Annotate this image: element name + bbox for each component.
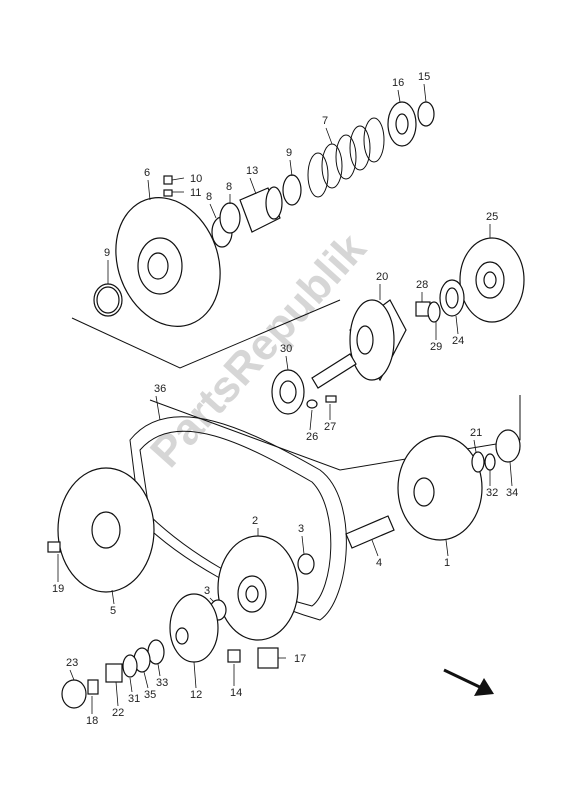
callout-32: 32 [486, 487, 498, 499]
washer-29 [427, 301, 441, 323]
callout-3-right: 3 [298, 523, 304, 535]
bolt-part [163, 175, 173, 197]
callout-labels: 1 2 3 3 4 5 6 7 8 8 9 9 10 11 12 13 14 1… [52, 71, 518, 727]
callout-36: 36 [154, 383, 166, 395]
callout-8-lower: 8 [206, 191, 212, 203]
movable-drive-face-2 [217, 535, 299, 641]
callout-3-left: 3 [204, 585, 210, 597]
leader-lines [57, 83, 513, 714]
nut-22 [105, 663, 123, 683]
cap-23 [61, 679, 87, 709]
ring-8 [211, 202, 241, 248]
callout-21: 21 [470, 427, 482, 439]
callout-14: 14 [230, 687, 242, 699]
callout-19: 19 [52, 583, 64, 595]
spring-7 [307, 117, 385, 198]
circlip-15 [417, 101, 435, 127]
callout-25: 25 [486, 211, 498, 223]
callout-5: 5 [110, 605, 116, 617]
callout-20: 20 [376, 271, 388, 283]
bolt-18 [87, 679, 99, 695]
callout-9-upper: 9 [286, 147, 292, 159]
spring-seat-16 [387, 101, 417, 147]
sleeve-4 [345, 515, 395, 549]
front-arrow-icon [443, 668, 494, 696]
callout-16: 16 [392, 77, 404, 89]
callout-28: 28 [416, 279, 428, 291]
drive-face-part [115, 197, 221, 327]
callout-17: 17 [294, 653, 306, 665]
callout-29: 29 [430, 341, 442, 353]
callout-34: 34 [506, 487, 518, 499]
drive-plate-5 [57, 467, 155, 593]
callout-26: 26 [306, 431, 318, 443]
callout-35: 35 [144, 689, 156, 701]
callout-7: 7 [322, 115, 328, 127]
callout-12: 12 [190, 689, 202, 701]
ring-32 [484, 453, 496, 471]
spacer-13 [239, 186, 283, 233]
bolt-19 [47, 541, 61, 553]
bolt-27 [325, 395, 337, 403]
callout-24: 24 [452, 335, 464, 347]
callout-8-upper: 8 [226, 181, 232, 193]
driven-face-1 [397, 435, 483, 541]
callout-4: 4 [376, 557, 382, 569]
roller-17 [257, 647, 279, 669]
ring-21 [471, 451, 485, 473]
ring-3-right [297, 553, 315, 575]
callout-10: 10 [190, 173, 202, 185]
callout-15: 15 [418, 71, 430, 83]
callout-31: 31 [128, 693, 140, 705]
bearing-30 [271, 369, 305, 415]
callout-11: 11 [190, 187, 201, 199]
drive-belt-36 [129, 416, 347, 621]
ramp-plate-12 [169, 593, 219, 663]
callout-9-left: 9 [104, 247, 110, 259]
callout-2: 2 [252, 515, 258, 527]
callout-13: 13 [246, 165, 258, 177]
callout-22: 22 [112, 707, 124, 719]
washer-31 [122, 654, 138, 678]
callout-30: 30 [280, 343, 292, 355]
callout-27: 27 [324, 421, 336, 433]
seal-34 [495, 429, 521, 463]
driven-shaft [311, 353, 357, 389]
washer-9-upper [282, 174, 302, 206]
slider-14 [227, 649, 241, 663]
callout-6: 6 [144, 167, 150, 179]
bearing-24 [439, 279, 465, 317]
clutch-housing-20 [349, 299, 407, 382]
callout-23: 23 [66, 657, 78, 669]
callout-18: 18 [86, 715, 98, 727]
callout-33: 33 [156, 677, 168, 689]
clutch-shoe-25 [459, 237, 525, 323]
callout-1: 1 [444, 557, 450, 569]
washer-26 [306, 399, 318, 409]
washer-9-left [93, 283, 123, 317]
